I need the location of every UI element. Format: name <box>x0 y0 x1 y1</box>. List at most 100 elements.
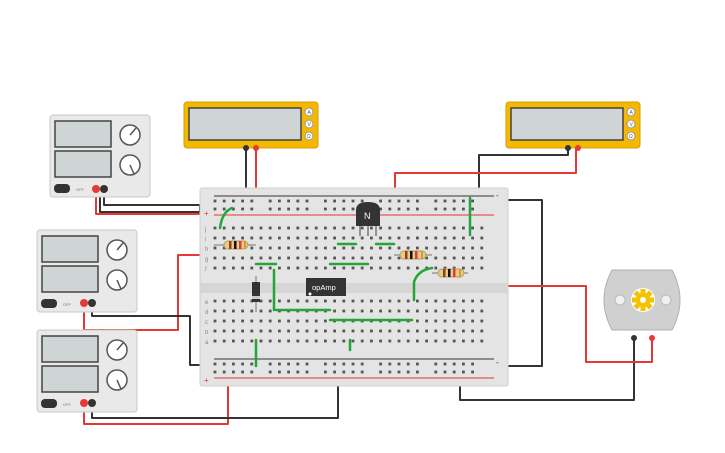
breadboard-hole[interactable] <box>434 339 438 343</box>
breadboard-hole[interactable] <box>379 236 382 240</box>
breadboard-hole[interactable] <box>452 246 456 250</box>
breadboard-hole[interactable] <box>379 370 382 374</box>
breadboard-hole[interactable] <box>222 266 226 270</box>
positive-terminal[interactable] <box>100 185 108 193</box>
breadboard-hole[interactable] <box>480 319 484 323</box>
power-toggle[interactable] <box>41 399 57 408</box>
breadboard-hole[interactable] <box>314 256 318 260</box>
breadboard-hole[interactable] <box>370 256 373 260</box>
breadboard-hole[interactable] <box>379 339 382 343</box>
breadboard-hole[interactable] <box>222 246 226 250</box>
breadboard-hole[interactable] <box>462 370 465 374</box>
breadboard-hole[interactable] <box>278 266 281 270</box>
breadboard-hole[interactable] <box>471 266 474 270</box>
breadboard-hole[interactable] <box>232 319 235 323</box>
breadboard-hole[interactable] <box>342 256 346 260</box>
breadboard-hole[interactable] <box>434 226 438 230</box>
breadboard-hole[interactable] <box>250 309 254 313</box>
breadboard-hole[interactable] <box>443 370 447 374</box>
breadboard-hole[interactable] <box>296 299 300 303</box>
breadboard-hole[interactable] <box>388 362 392 366</box>
multimeter[interactable]: A V Ω <box>505 101 641 151</box>
breadboard-hole[interactable] <box>434 370 438 374</box>
breadboard-hole[interactable] <box>241 299 244 303</box>
breadboard-hole[interactable] <box>268 226 272 230</box>
breadboard-hole[interactable] <box>379 207 382 211</box>
breadboard-hole[interactable] <box>241 266 244 270</box>
multimeter[interactable]: A V Ω <box>183 101 319 151</box>
jumper-wire[interactable] <box>218 206 234 230</box>
breadboard-hole[interactable] <box>443 246 447 250</box>
breadboard-hole[interactable] <box>305 329 309 333</box>
breadboard-hole[interactable] <box>351 329 355 333</box>
negative-terminal[interactable] <box>80 299 88 307</box>
breadboard-hole[interactable] <box>462 299 465 303</box>
breadboard-hole[interactable] <box>324 266 327 270</box>
mode-button-ohm[interactable] <box>626 131 636 141</box>
breadboard-hole[interactable] <box>425 309 428 313</box>
breadboard-hole[interactable] <box>314 266 318 270</box>
breadboard-hole[interactable] <box>222 370 226 374</box>
breadboard-hole[interactable] <box>324 207 327 211</box>
breadboard-hole[interactable] <box>360 370 364 374</box>
breadboard-hole[interactable] <box>416 246 419 250</box>
npn-transistor[interactable]: N <box>356 202 380 236</box>
breadboard-hole[interactable] <box>259 299 263 303</box>
breadboard-hole[interactable] <box>480 236 484 240</box>
breadboard-hole[interactable] <box>434 256 438 260</box>
breadboard-hole[interactable] <box>471 246 474 250</box>
breadboard-hole[interactable] <box>434 319 438 323</box>
breadboard-hole[interactable] <box>268 339 272 343</box>
breadboard-hole[interactable] <box>443 362 447 366</box>
breadboard-hole[interactable] <box>342 362 346 366</box>
breadboard-hole[interactable] <box>443 319 447 323</box>
mode-button-ohm[interactable] <box>304 131 314 141</box>
breadboard-hole[interactable] <box>324 226 327 230</box>
breadboard-hole[interactable] <box>342 299 346 303</box>
breadboard-hole[interactable] <box>397 362 401 366</box>
breadboard-hole[interactable] <box>333 329 336 333</box>
breadboard-hole[interactable] <box>388 256 392 260</box>
breadboard-hole[interactable] <box>471 309 474 313</box>
breadboard-hole[interactable] <box>314 299 318 303</box>
breadboard-hole[interactable] <box>278 207 281 211</box>
breadboard-hole[interactable] <box>379 256 382 260</box>
breadboard-hole[interactable] <box>462 329 465 333</box>
breadboard-hole[interactable] <box>222 207 226 211</box>
breadboard-hole[interactable] <box>287 362 290 366</box>
breadboard-hole[interactable] <box>296 207 300 211</box>
breadboard-hole[interactable] <box>443 207 447 211</box>
positive-terminal[interactable] <box>88 399 96 407</box>
breadboard-hole[interactable] <box>213 319 217 323</box>
breadboard-hole[interactable] <box>213 362 217 366</box>
breadboard-hole[interactable] <box>416 266 419 270</box>
breadboard-hole[interactable] <box>314 339 318 343</box>
breadboard-hole[interactable] <box>416 370 419 374</box>
breadboard-hole[interactable] <box>232 362 235 366</box>
breadboard-hole[interactable] <box>462 339 465 343</box>
breadboard-hole[interactable] <box>213 246 217 250</box>
breadboard-hole[interactable] <box>462 266 465 270</box>
breadboard-hole[interactable] <box>342 199 346 203</box>
breadboard-hole[interactable] <box>250 339 254 343</box>
breadboard-hole[interactable] <box>333 266 336 270</box>
breadboard-hole[interactable] <box>370 329 373 333</box>
breadboard-hole[interactable] <box>268 256 272 260</box>
breadboard-hole[interactable] <box>397 207 401 211</box>
breadboard-hole[interactable] <box>305 226 309 230</box>
breadboard-hole[interactable] <box>287 246 290 250</box>
breadboard-hole[interactable] <box>452 339 456 343</box>
breadboard-hole[interactable] <box>241 309 244 313</box>
positive-terminal[interactable] <box>88 299 96 307</box>
breadboard-hole[interactable] <box>268 266 272 270</box>
breadboard-hole[interactable] <box>351 370 355 374</box>
breadboard-hole[interactable] <box>268 319 272 323</box>
breadboard-hole[interactable] <box>360 299 364 303</box>
breadboard-hole[interactable] <box>278 319 281 323</box>
breadboard-hole[interactable] <box>443 236 447 240</box>
breadboard-hole[interactable] <box>296 226 300 230</box>
breadboard-hole[interactable] <box>342 370 346 374</box>
breadboard-hole[interactable] <box>333 362 336 366</box>
breadboard-hole[interactable] <box>296 362 300 366</box>
breadboard-hole[interactable] <box>314 329 318 333</box>
